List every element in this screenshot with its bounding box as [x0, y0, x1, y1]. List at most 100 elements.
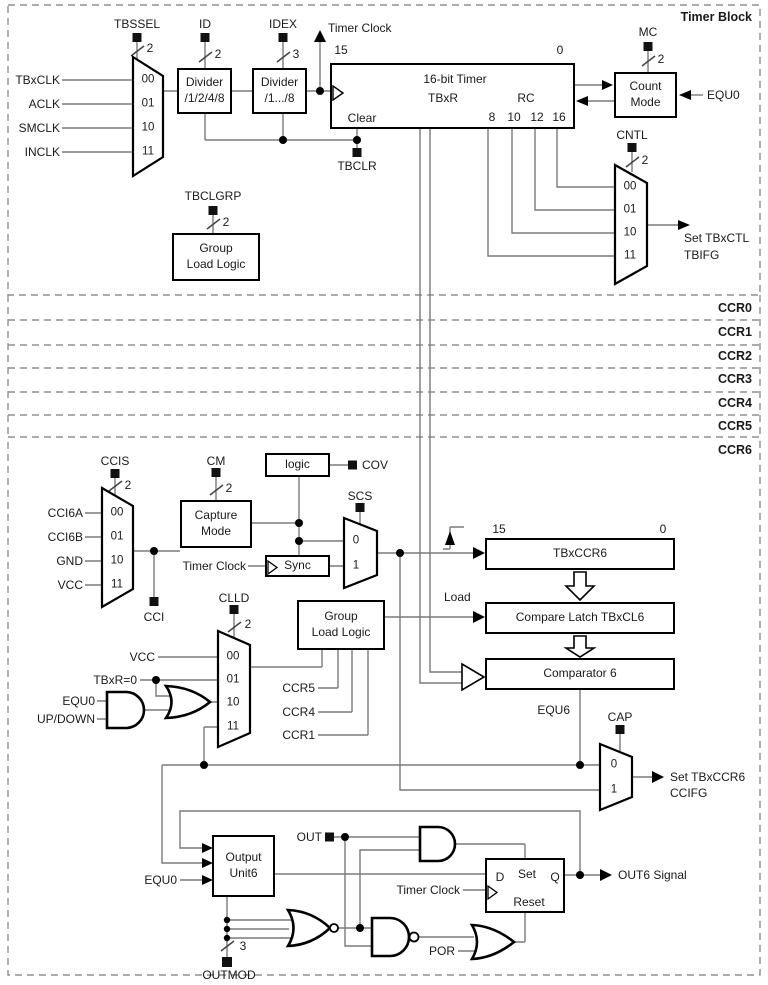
- dff-d-label: D: [495, 870, 505, 884]
- cci-label: CCI: [143, 610, 165, 624]
- clld-mux: [216, 629, 252, 749]
- count-mode-box: Count Mode: [614, 72, 677, 118]
- capture-edge-arrow: [445, 531, 455, 545]
- cntl-pin: [627, 143, 637, 152]
- comparator-label: Comparator 6: [543, 666, 617, 681]
- ccifg-label: CCIFG: [670, 786, 708, 800]
- clld-opt-01: 01: [226, 673, 240, 686]
- timer-rc: RC: [517, 91, 535, 105]
- capture-mode-box: Capture Mode: [180, 500, 252, 548]
- and-gate-clld: [105, 690, 146, 730]
- ccr2-label: CCR2: [717, 348, 752, 363]
- wire-equ6-net: [161, 690, 600, 864]
- wire-ff-set: [455, 843, 526, 858]
- idex-divider-line1: Divider: [260, 75, 299, 90]
- comparator-bus-arrow: [461, 662, 486, 692]
- timer-tap-10: 10: [507, 110, 521, 124]
- tbxccr6-bit15: 15: [492, 522, 506, 536]
- input-tbxclk: TBxCLK: [15, 73, 60, 87]
- cap-opt-1: 1: [610, 783, 618, 796]
- tbssel-mux: [131, 55, 165, 178]
- wires: [62, 40, 703, 957]
- out-pin: [325, 832, 334, 842]
- equ6-label: EQU6: [537, 703, 570, 717]
- idex-label: IDEX: [268, 17, 298, 31]
- cap-mux: [598, 742, 634, 812]
- ccr5-label: CCR5: [717, 418, 752, 433]
- tbssel-opt-10: 10: [141, 121, 155, 134]
- id-pin: [200, 33, 210, 42]
- cntl-opt-00: 00: [623, 180, 637, 193]
- tbxccr6-bit0: 0: [659, 522, 667, 536]
- timer-clock-label: Timer Clock: [328, 21, 392, 35]
- idex-width: 3: [292, 47, 300, 61]
- wire-capture-down: [399, 553, 600, 791]
- outmod-label: OUTMOD: [202, 968, 256, 982]
- or-gate-clld: [163, 684, 213, 720]
- comparator-box: Comparator 6: [485, 658, 675, 690]
- dff-q-label: Q: [550, 870, 560, 884]
- ccis-label: CCIS: [100, 454, 130, 468]
- ccr3-label: CCR3: [717, 371, 752, 386]
- sync-timer-clock-label: Timer Clock: [182, 559, 246, 573]
- dff-clock-triangle-icon: [487, 885, 499, 900]
- wire-clld-to-gll: [250, 650, 323, 668]
- tbclr-label: TBCLR: [337, 159, 377, 173]
- tbssel-pin: [132, 33, 142, 42]
- cm-label: CM: [206, 454, 226, 468]
- set-tbxccr6-label: Set TBxCCR6: [670, 770, 746, 784]
- ccr1-label: CCR1: [717, 324, 752, 339]
- tbxccr6-label: TBxCCR6: [552, 546, 607, 561]
- id-label: ID: [199, 17, 211, 31]
- wire-q-feedback: [179, 810, 581, 875]
- input-cci6a: CCI6A: [47, 506, 83, 520]
- tbclr-pin: [352, 148, 362, 157]
- load-label: Load: [444, 590, 471, 604]
- ccis-pin: [110, 469, 120, 478]
- gll6-line1: Group: [324, 609, 358, 624]
- wire-ccis-out: [133, 550, 180, 597]
- ccis-width: 2: [124, 478, 132, 492]
- cntl-opt-01: 01: [623, 203, 637, 216]
- ccis-opt-00: 00: [110, 506, 124, 519]
- gates: [105, 684, 517, 961]
- tbssel-label: TBSSEL: [113, 17, 161, 31]
- tbifg-label: TBIFG: [684, 248, 720, 262]
- output-unit-line1: Output: [225, 850, 262, 865]
- clld-opt-10: 10: [226, 696, 240, 709]
- arrowheads: [202, 30, 691, 885]
- muxes: [100, 55, 649, 812]
- tbclgrp-width: 2: [222, 215, 230, 229]
- tbssel-opt-00: 00: [141, 73, 155, 86]
- timer-tap-12: 12: [530, 110, 544, 124]
- gll-ccr4-label: CCR4: [282, 705, 315, 719]
- scs-opt-1: 1: [352, 559, 360, 572]
- gll-ccr5-label: CCR5: [282, 681, 315, 695]
- id-divider-line1: Divider: [185, 75, 224, 90]
- ff-timer-clock-label: Timer Clock: [396, 883, 460, 897]
- clld-label: CLLD: [218, 591, 250, 605]
- input-gnd: GND: [56, 554, 83, 568]
- cntl-mux: [613, 163, 649, 286]
- set-tbxctl-label: Set TBxCTL: [684, 231, 750, 245]
- input-aclk: ACLK: [28, 97, 60, 111]
- id-divider-line2: /1/2/4/8: [184, 91, 225, 105]
- por-label: POR: [428, 944, 455, 958]
- nor-gate-outmod: [285, 908, 332, 948]
- wire-pin-stems-ccr6: [114, 477, 621, 957]
- scs-opt-0: 0: [352, 534, 360, 547]
- clld-pin: [229, 605, 239, 614]
- gll-ccr1-label: CCR1: [282, 728, 315, 742]
- and-gate-out: [418, 825, 457, 863]
- clld-equ0-label: EQU0: [62, 694, 95, 708]
- clld-opt-00: 00: [226, 650, 240, 663]
- ccr6-border: [7, 436, 761, 976]
- timer-title: 16-bit Timer: [423, 72, 487, 86]
- wire-nor-out: [338, 849, 420, 929]
- equ0-label: EQU0: [707, 88, 740, 102]
- ccis-opt-01: 01: [110, 530, 124, 543]
- wire-outmod-nor: [227, 919, 292, 939]
- dff-reset-label: Reset: [513, 895, 545, 909]
- gll-line2: Load Logic: [186, 257, 246, 271]
